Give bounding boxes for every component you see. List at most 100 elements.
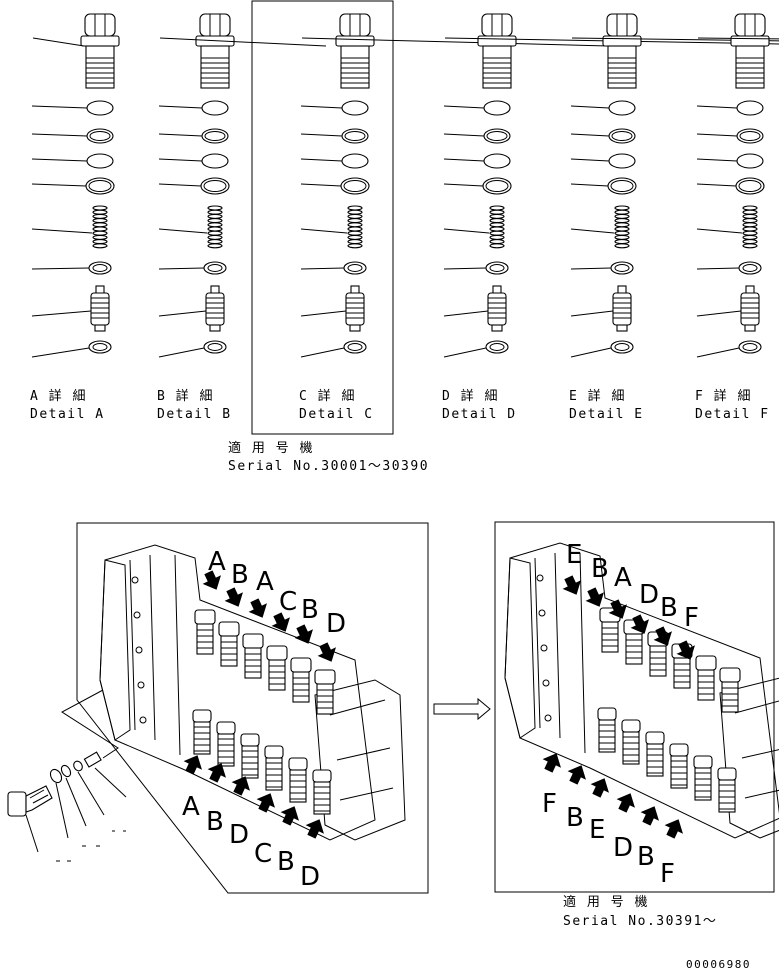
section-lines xyxy=(534,552,586,754)
top-valve-body xyxy=(601,621,619,653)
backup-ring-inner xyxy=(88,180,112,192)
plug-head xyxy=(606,13,638,37)
down-arrow xyxy=(653,626,672,646)
arrow-letter-a: A xyxy=(256,567,274,597)
spring-coil xyxy=(489,213,505,219)
up-arrow xyxy=(305,819,324,839)
plug-body xyxy=(200,45,230,89)
top-valve-cap xyxy=(695,655,717,671)
bottom-valve-cap xyxy=(717,767,737,781)
top-valve-body xyxy=(625,633,643,665)
bottom-valve-cap xyxy=(645,731,665,745)
bottom-valve-cap xyxy=(264,745,284,759)
bottom-ring xyxy=(88,340,112,354)
seat-ring-inner xyxy=(347,264,363,272)
bottom-ring-inner xyxy=(489,343,505,351)
serial-bottom-jp: 適 用 号 機 xyxy=(563,894,649,910)
arrow-letter-a: A xyxy=(208,547,226,577)
top-valve-cap xyxy=(242,633,264,649)
bottom-ring-inner xyxy=(614,343,630,351)
bottom-valve-body xyxy=(193,721,211,755)
valve-tip xyxy=(744,324,756,332)
bolt-hole xyxy=(538,609,546,617)
leader-line xyxy=(158,347,205,358)
detail-label-jp: F 詳 細 xyxy=(695,388,752,404)
spring-coil xyxy=(92,234,108,240)
valve-tip xyxy=(94,324,106,332)
spring-coil xyxy=(207,239,223,245)
leader-line xyxy=(31,105,88,109)
plug-body xyxy=(482,45,512,89)
bottom-valve-body xyxy=(694,767,712,801)
leader-line xyxy=(570,310,614,317)
top-valve-cap xyxy=(314,669,336,685)
seat-ring-inner xyxy=(489,264,505,272)
end-section xyxy=(99,559,131,741)
plug-flange xyxy=(335,35,375,47)
spring-coil xyxy=(489,234,505,240)
leader-line xyxy=(570,183,609,187)
valve-tip xyxy=(209,324,221,332)
backup-ring-inner xyxy=(611,131,633,141)
backup-ring-inner xyxy=(89,131,111,141)
right-end-block xyxy=(719,677,779,839)
bottom-ring xyxy=(485,340,509,354)
spring-coil xyxy=(489,239,505,245)
arrow-letter-f: F xyxy=(542,789,557,819)
down-arrow xyxy=(317,642,336,662)
up-arrow xyxy=(664,819,683,839)
leader-line xyxy=(158,267,205,270)
backup-ring-inner xyxy=(343,180,367,192)
bottom-valve-body xyxy=(313,781,331,815)
spring-coil xyxy=(489,218,505,224)
bottom-valve-body xyxy=(598,719,616,753)
leader-line xyxy=(443,105,485,109)
arrow-letter-f: F xyxy=(660,859,675,889)
leader-line xyxy=(443,183,484,187)
spring-coil xyxy=(347,218,363,224)
spring-coil xyxy=(207,226,223,232)
arrow-letter-b: B xyxy=(277,847,295,877)
serial-top-en: Serial No.30001～30390 xyxy=(228,459,429,474)
spring-coil xyxy=(207,230,223,236)
bolt-hole xyxy=(544,714,552,722)
spring-coil xyxy=(742,213,758,219)
bolt-hole xyxy=(131,576,139,584)
leader-line xyxy=(443,133,485,137)
bolt-hole xyxy=(133,611,141,619)
plug-body xyxy=(85,45,115,89)
leader-line xyxy=(159,37,327,47)
leader-line xyxy=(300,228,348,234)
top-valve-cap xyxy=(194,609,216,625)
spring-coil xyxy=(347,243,363,249)
serial-top-jp: 適 用 号 機 xyxy=(228,440,314,456)
spring-coil xyxy=(742,239,758,245)
plug-head xyxy=(339,13,371,37)
leader-line xyxy=(300,105,343,109)
leader-line xyxy=(571,37,779,42)
arrow-letter-b: B xyxy=(301,595,319,625)
spring-coil xyxy=(92,226,108,232)
up-arrow xyxy=(567,765,586,785)
spring-coil xyxy=(489,205,505,211)
leader-line xyxy=(443,347,487,358)
spring-coil xyxy=(92,218,108,224)
right-valve-body xyxy=(504,542,779,839)
top-valve-body xyxy=(292,671,310,703)
bottom-valve-cap xyxy=(693,755,713,769)
spring-coil xyxy=(742,205,758,211)
o-ring xyxy=(608,153,636,169)
detail-label-en: Detail C xyxy=(299,407,374,422)
spring-coil xyxy=(347,213,363,219)
bottom-valve-body xyxy=(265,757,283,791)
leader-line xyxy=(696,228,743,234)
spring-coil xyxy=(207,205,223,211)
leader-line xyxy=(696,310,742,317)
seat-ring xyxy=(203,261,227,275)
seat-ring xyxy=(485,261,509,275)
spring-coil xyxy=(207,222,223,228)
detail-label-jp: E 詳 細 xyxy=(569,388,626,404)
